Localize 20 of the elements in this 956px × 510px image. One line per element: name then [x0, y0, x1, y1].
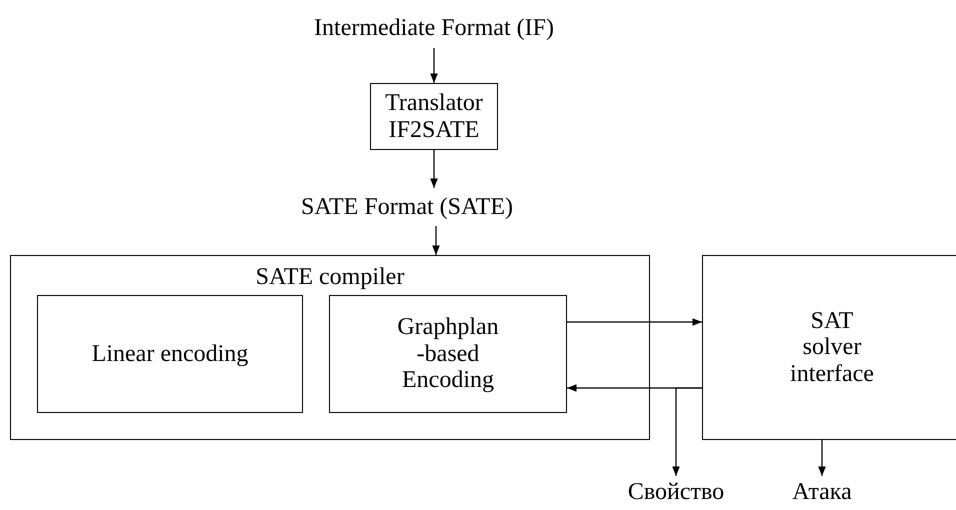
node-label: Intermediate Format (IF) [314, 14, 554, 42]
arrow [672, 387, 702, 476]
node-label: Linear encoding [92, 340, 248, 368]
process-box [702, 255, 956, 440]
node-label: Translator IF2SATE [384, 90, 484, 143]
arrow [432, 226, 440, 255]
process-box [10, 255, 650, 440]
node-label: SAT solver interface [789, 308, 875, 388]
process-box [37, 295, 303, 413]
arrow [567, 318, 702, 326]
process-box [370, 83, 498, 150]
arrow [430, 48, 438, 83]
node-label: Graphplan -based Encoding [396, 314, 500, 394]
box-heading: SATE compiler [256, 264, 404, 290]
node-label: Свойство [628, 478, 724, 506]
node-label: SATE Format (SATE) [301, 194, 513, 220]
arrow [818, 440, 826, 476]
process-box [329, 295, 567, 413]
arrow [430, 150, 438, 188]
node-label: Атака [792, 478, 852, 506]
